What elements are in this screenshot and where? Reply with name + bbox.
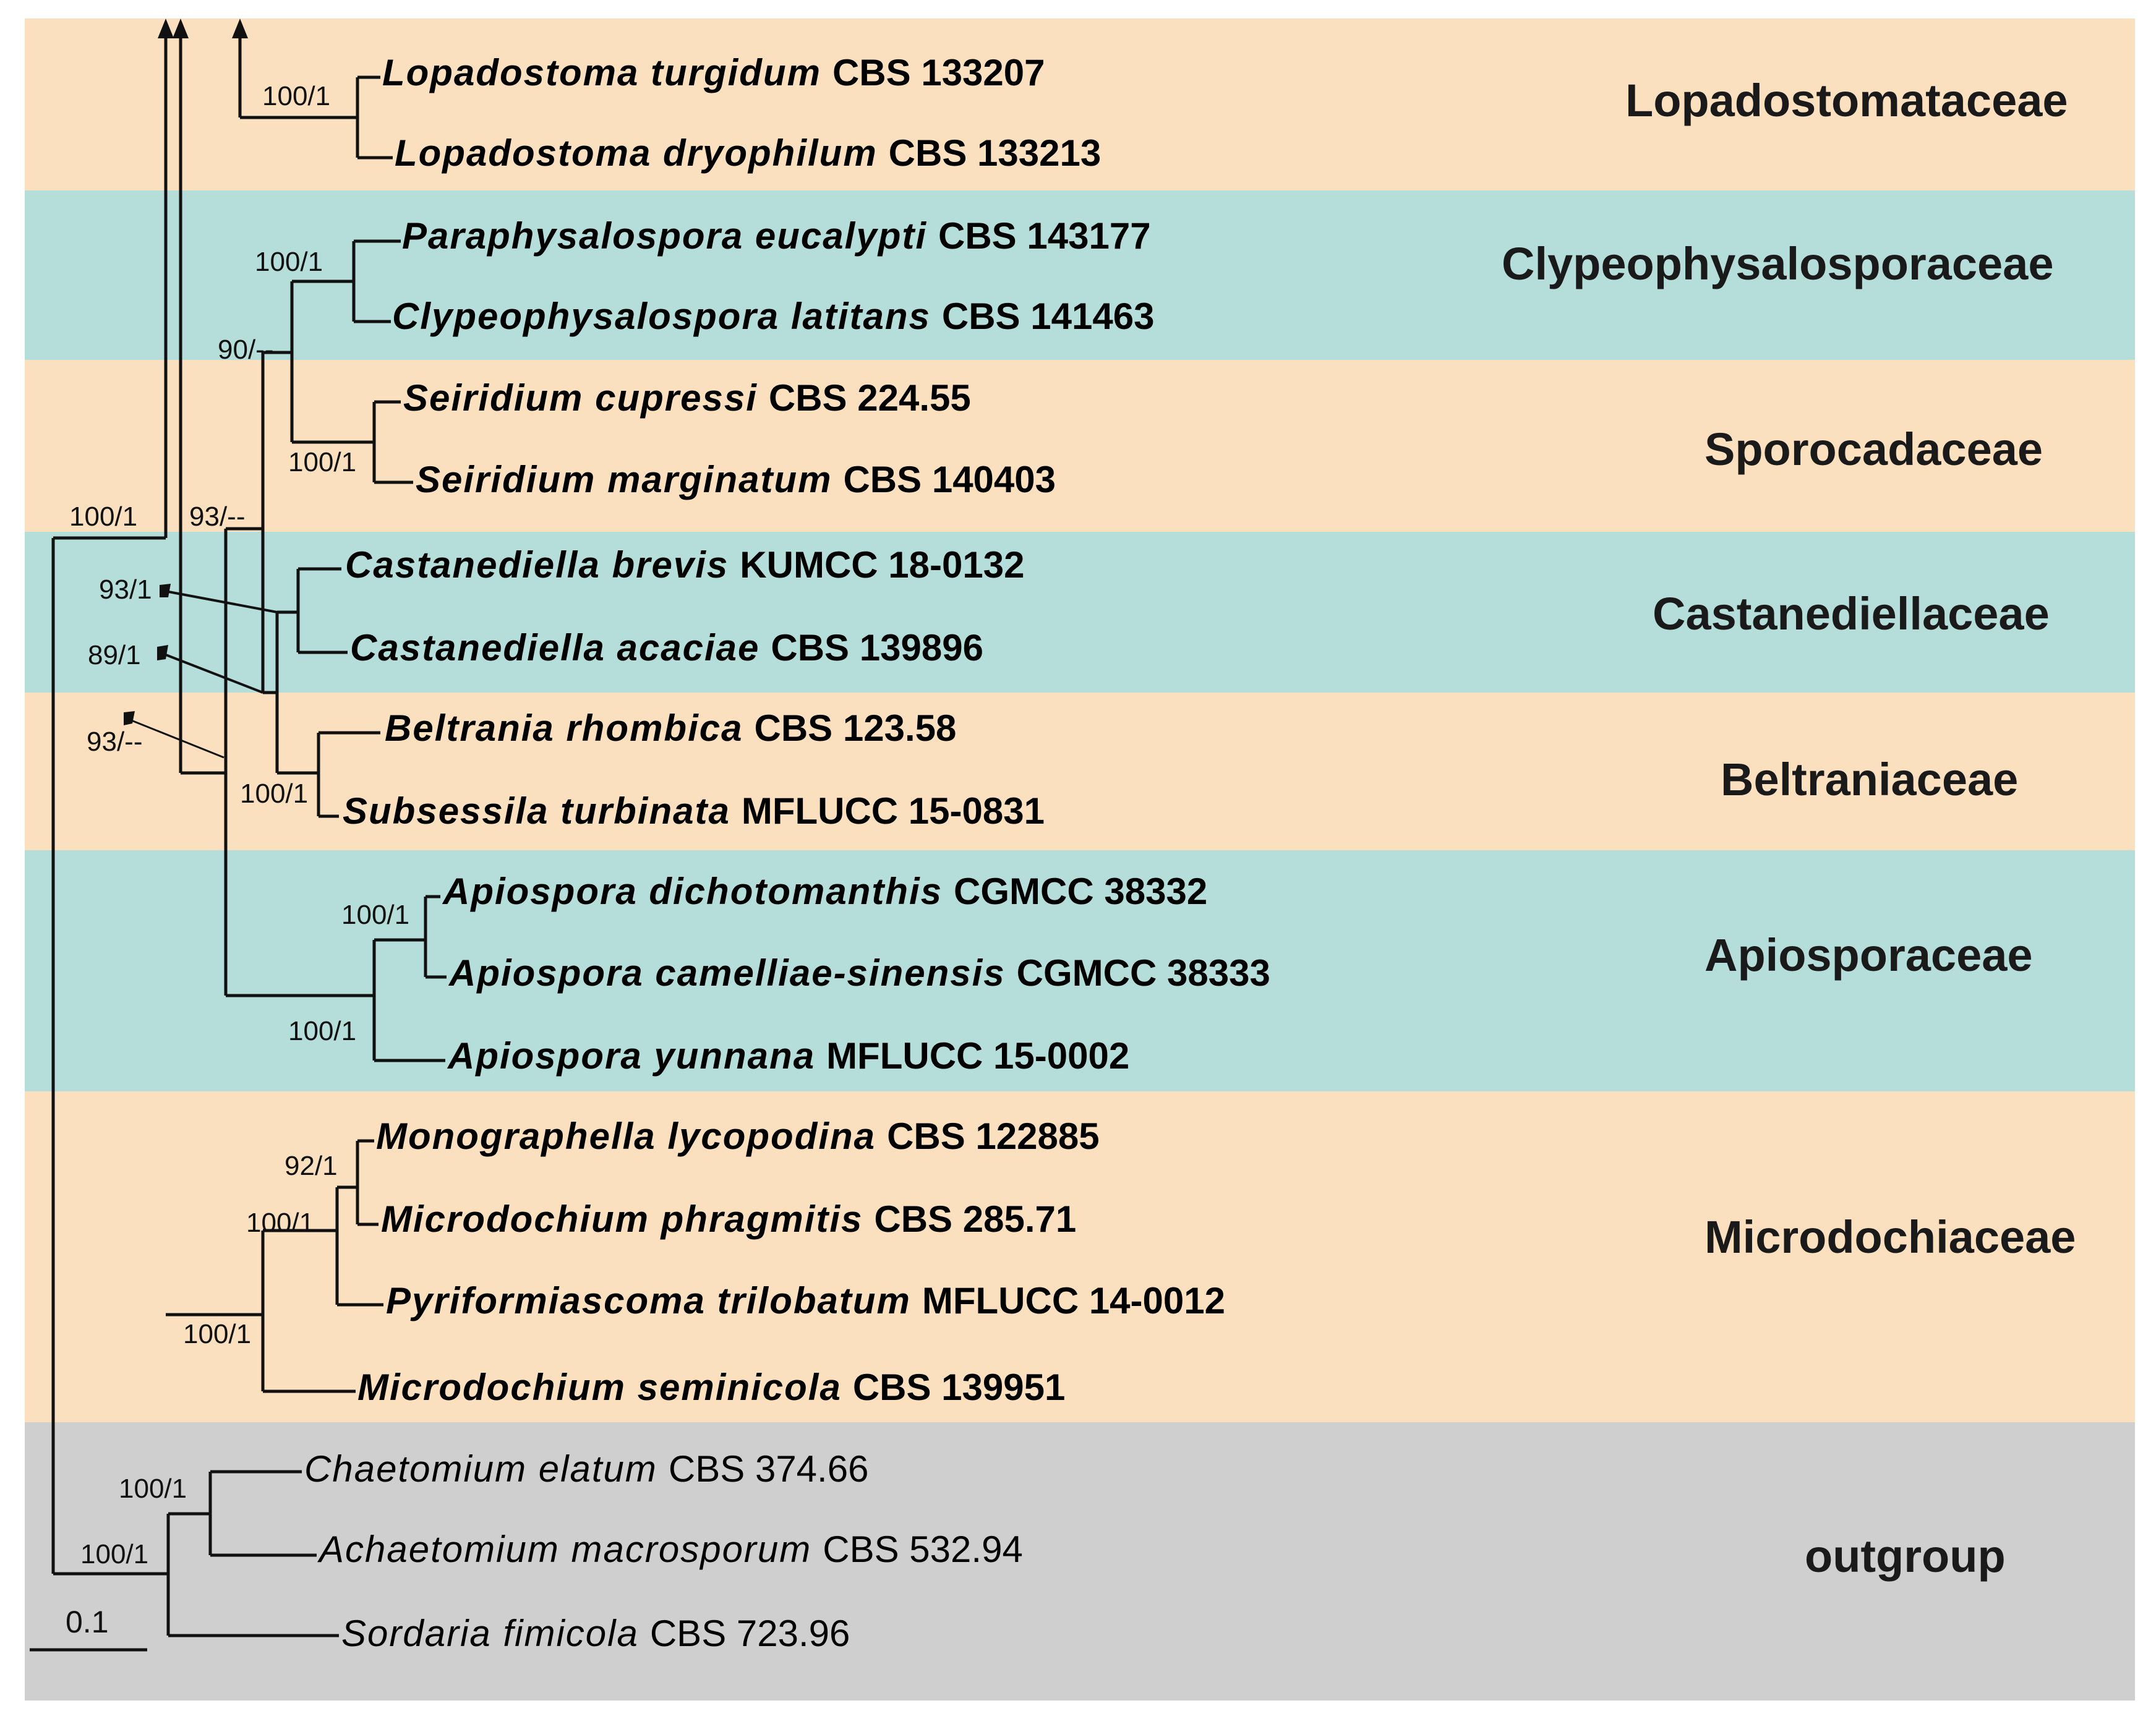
band-castanediellaceae [25,532,2135,693]
support-castanediellaceae: 93/1 [99,574,152,605]
band-microdochiaceae [25,1091,2135,1422]
support-outgroup: 100/1 [80,1539,148,1569]
support-ingroup-main: 93/-- [87,727,142,757]
family-label-sporocadaceae: Sporocadaceae [1705,424,2043,475]
band-beltraniaceae [25,693,2135,850]
family-label-castanediellaceae: Castanediellaceae [1653,588,2050,639]
arrowhead-icon [158,19,174,38]
support-lopadostomataceae: 100/1 [262,81,330,111]
support-beltraniaceae: 100/1 [240,779,308,809]
scale-bar-label: 0.1 [66,1605,109,1639]
band-sporocadaceae [25,360,2135,532]
pointer-wedge [157,645,168,660]
family-label-apiosporaceae: Apiosporaceae [1705,929,2033,981]
band-lopadostomataceae [25,19,2135,190]
support-root: 100/1 [69,501,137,532]
support-monographella-microdochium: 92/1 [284,1151,338,1181]
support-outgroup-inner: 100/1 [119,1474,187,1504]
family-labels: Lopadostomataceae Clypeophysalosporaceae… [1502,75,2076,1582]
support-sporocadaceae: 100/1 [288,447,356,477]
support-microdochiaceae-inner: 100/1 [246,1208,314,1238]
arrowhead-icon [173,19,189,38]
support-upper-clade: 93/-- [189,501,245,532]
pointer-wedge [124,711,135,725]
arrowhead-icon [232,19,248,38]
support-apiosporaceae: 100/1 [288,1016,356,1046]
support-castanediella-beltrania: 89/1 [88,640,141,670]
band-apiosporaceae [25,850,2135,1091]
band-clypeophysalosporaceae [25,190,2135,360]
family-label-outgroup: outgroup [1805,1530,2006,1582]
support-values: 100/1 100/1 90/-- 100/1 100/1 93/-- 93/1… [69,81,409,1569]
pointer-wedge [160,584,171,597]
family-label-clypeophysalosporaceae: Clypeophysalosporaceae [1502,238,2053,289]
family-label-microdochiaceae: Microdochiaceae [1705,1211,2076,1263]
family-label-beltraniaceae: Beltraniaceae [1721,754,2018,805]
support-microdochiaceae: 100/1 [183,1319,251,1349]
band-outgroup [25,1422,2135,1701]
support-apiospora-pair: 100/1 [341,900,409,930]
support-clypeophysalosporaceae: 100/1 [255,247,323,277]
family-label-lopadostomataceae: Lopadostomataceae [1625,75,2068,126]
tree-branches [30,31,447,1652]
support-clypeo-sporo: 90/-- [218,335,273,365]
